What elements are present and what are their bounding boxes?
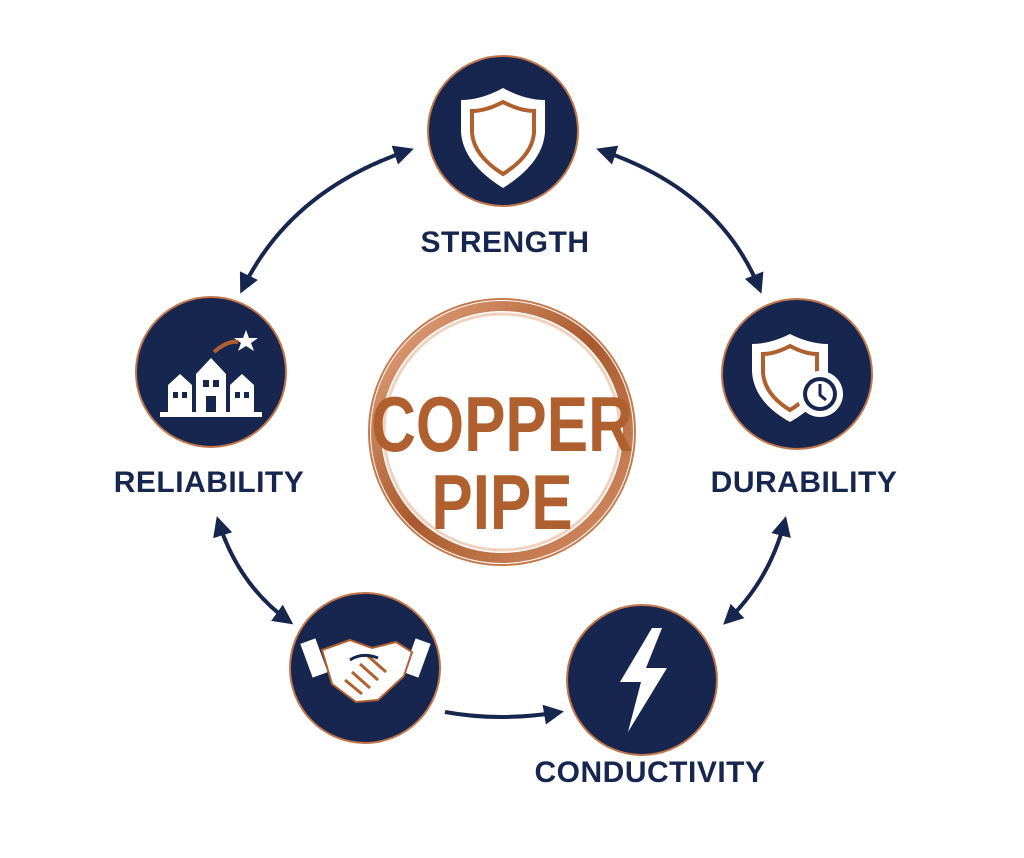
center-title-line1: COPPER	[371, 382, 633, 469]
label-conductivity: CONDUCTIVITY	[534, 756, 766, 789]
lightning-bolt-icon	[620, 628, 667, 732]
label-strength: STRENGTH	[420, 226, 590, 259]
buildings-star-icon	[160, 330, 262, 417]
arrow-reliability-handshake	[213, 516, 294, 625]
center-title-line2: PIPE	[431, 460, 573, 547]
arrow-reliability-strength	[239, 145, 414, 294]
node-reliability[interactable]	[135, 296, 287, 448]
handshake-icon	[300, 638, 431, 704]
node-strength[interactable]	[427, 55, 579, 207]
center-ring	[368, 298, 636, 566]
label-reliability: RELIABILITY	[113, 466, 305, 499]
shield-clock-icon	[752, 334, 843, 422]
arrow-durability-conductivity	[723, 516, 791, 625]
node-conductivity[interactable]	[566, 604, 718, 756]
node-durability[interactable]	[721, 298, 873, 450]
arrow-handshake-conductivity	[444, 704, 564, 725]
node-partnership[interactable]	[289, 592, 441, 744]
arrow-strength-durability	[596, 145, 764, 294]
label-durability: DURABILITY	[710, 466, 898, 499]
shield-icon	[461, 88, 545, 188]
